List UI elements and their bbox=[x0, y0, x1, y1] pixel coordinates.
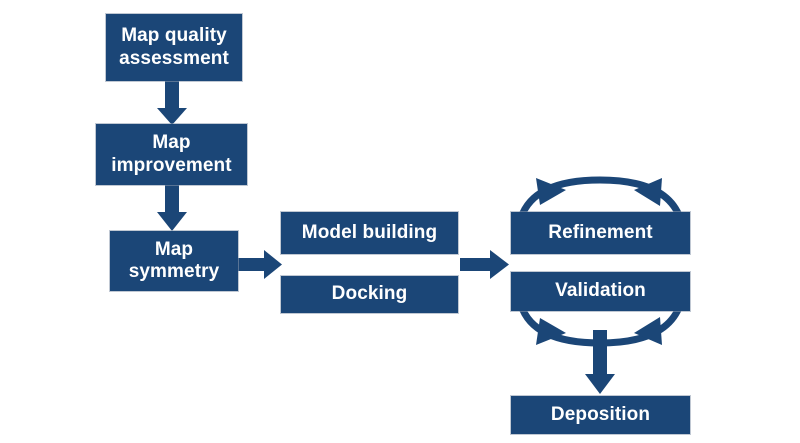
node-validation[interactable]: Validation bbox=[510, 271, 691, 312]
connector-symmetry-to-building-group bbox=[238, 250, 282, 279]
node-map-improvement[interactable]: Map improvement bbox=[95, 123, 248, 186]
connector-refinement-validation-cycle-top bbox=[517, 176, 684, 220]
node-label: Refinement bbox=[548, 221, 653, 243]
node-label: Map symmetry bbox=[128, 238, 220, 282]
node-model-building[interactable]: Model building bbox=[280, 211, 459, 255]
node-label: Validation bbox=[555, 280, 646, 302]
connector-improvement-to-symmetry bbox=[157, 185, 187, 231]
node-label: Docking bbox=[331, 283, 408, 305]
node-map-quality-assessment[interactable]: Map quality assessment bbox=[105, 13, 243, 82]
connector-cycle-to-deposition bbox=[585, 330, 615, 394]
node-deposition[interactable]: Deposition bbox=[510, 395, 691, 435]
node-label: Deposition bbox=[550, 403, 651, 425]
node-label: Map improvement bbox=[111, 132, 232, 176]
node-label: Model building bbox=[301, 221, 438, 243]
node-map-symmetry[interactable]: Map symmetry bbox=[109, 230, 239, 292]
connector-building-group-to-refinement-group bbox=[460, 250, 509, 279]
node-label: Map quality assessment bbox=[119, 25, 229, 69]
node-refinement[interactable]: Refinement bbox=[510, 211, 691, 255]
node-docking[interactable]: Docking bbox=[280, 275, 459, 314]
connector-quality-to-improvement bbox=[157, 81, 187, 125]
